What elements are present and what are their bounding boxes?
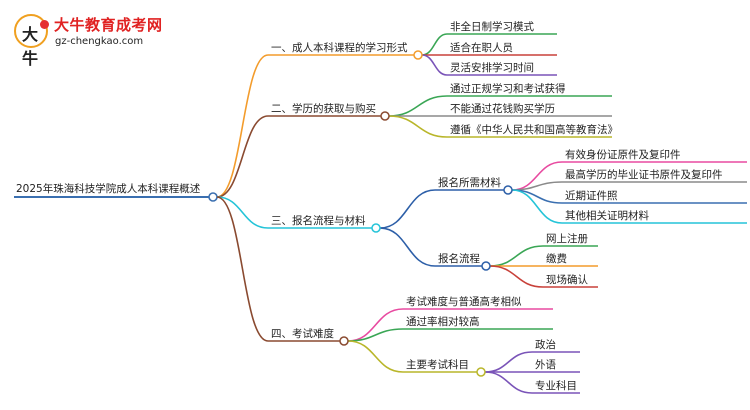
branch-3-group-2-label: 报名流程 xyxy=(438,252,480,265)
branch-2-link xyxy=(216,115,269,198)
root-node-label: 2025年珠海科技学院成人本科课程概述 xyxy=(16,182,201,195)
branch-3-group-1-leaf-1-label: 有效身份证原件及复印件 xyxy=(565,148,681,161)
logo-emblem-text: 大牛 xyxy=(22,25,39,68)
branch-4-connector xyxy=(339,336,349,346)
branch-1-leaf-2-label: 适合在职人员 xyxy=(450,41,513,54)
logo-site-name: 大牛教育成考网 xyxy=(54,16,163,34)
branch-4-item-1-label: 考试难度与普通高考相似 xyxy=(406,295,522,308)
branch-4-group-1-link xyxy=(347,340,404,373)
branch-4-link xyxy=(216,196,269,342)
logo-emblem-icon: 大牛 xyxy=(14,14,49,68)
branch-3-group-1-leaf-4-link xyxy=(511,189,563,224)
branch-4-group-1-leaf-1-label: 政治 xyxy=(535,338,556,351)
branch-2-leaf-1-link xyxy=(388,95,448,117)
branch-4-label: 四、考试难度 xyxy=(271,327,334,340)
branch-4-group-1-label: 主要考试科目 xyxy=(406,358,469,371)
branch-3-group-1-connector xyxy=(503,185,513,195)
branch-3-group-1-leaf-2-label: 最高学历的毕业证书原件及复印件 xyxy=(565,168,723,181)
logo-site-url: gz-chengkao.com xyxy=(55,36,144,47)
branch-3-group-1-leaf-4-label: 其他相关证明材料 xyxy=(565,209,649,222)
branch-4-group-1-leaf-1-link xyxy=(484,351,533,373)
branch-3-group-2-leaf-3-label: 现场确认 xyxy=(546,273,588,286)
branch-3-group-2-link xyxy=(379,227,436,267)
branch-3-link xyxy=(216,196,269,229)
branch-4-item-1-link xyxy=(347,308,404,342)
branch-1-connector xyxy=(413,50,423,60)
node-layer: 一、成人本科课程的学习形式 非全日制学习模式适合在职人员灵活安排学习时间二、学历的… xyxy=(268,20,747,394)
root-node-connector xyxy=(208,192,218,202)
branch-3-group-1-label: 报名所需材料 xyxy=(438,176,501,189)
branch-4-group-1-connector xyxy=(476,367,486,377)
logo-red-dot-icon xyxy=(40,20,49,29)
branch-3-group-2-leaf-1-link xyxy=(489,245,544,267)
branch-2-leaf-3-label: 遵循《中华人民共和国高等教育法》 xyxy=(450,123,618,136)
branch-1-link xyxy=(216,54,269,198)
branch-1-leaf-1-label: 非全日制学习模式 xyxy=(450,20,534,33)
branch-1-leaf-3-link xyxy=(421,54,448,76)
branch-2-leaf-2-label: 不能通过花钱购买学历 xyxy=(450,102,555,115)
branch-4-group-1-leaf-3-link xyxy=(484,371,533,394)
connector-lines xyxy=(216,33,563,394)
branch-3-group-1-link xyxy=(379,189,436,229)
branch-3-group-2-leaf-3-link xyxy=(489,265,544,288)
branch-4-group-1-leaf-3-label: 专业科目 xyxy=(535,379,577,392)
branch-2-label: 二、学历的获取与购买 xyxy=(271,102,376,115)
branch-1-label: 一、成人本科课程的学习形式 xyxy=(271,41,408,54)
branch-4-item-2-label: 通过率相对较高 xyxy=(406,315,480,328)
branch-1-leaf-3-label: 灵活安排学习时间 xyxy=(450,61,534,74)
branch-3-group-2-connector xyxy=(481,261,491,271)
branch-2-leaf-1-label: 通过正规学习和考试获得 xyxy=(450,82,566,95)
branch-3-group-1-leaf-3-label: 近期证件照 xyxy=(565,189,618,202)
branch-4-item-2-link xyxy=(347,328,404,342)
branch-1-leaf-1-link xyxy=(421,33,448,56)
branch-3-group-2-leaf-2-label: 缴费 xyxy=(546,252,567,265)
branch-3-label: 三、报名流程与材料 xyxy=(271,214,366,227)
branch-3-group-2-leaf-1-label: 网上注册 xyxy=(546,232,588,245)
branch-2-connector xyxy=(380,111,390,121)
branch-2-leaf-3-link xyxy=(388,115,448,138)
branch-4-group-1-leaf-2-label: 外语 xyxy=(535,359,556,371)
brand-logo[interactable]: 大牛 大牛教育成考网 gz-chengkao.com xyxy=(14,12,164,68)
branch-3-connector xyxy=(371,223,381,233)
